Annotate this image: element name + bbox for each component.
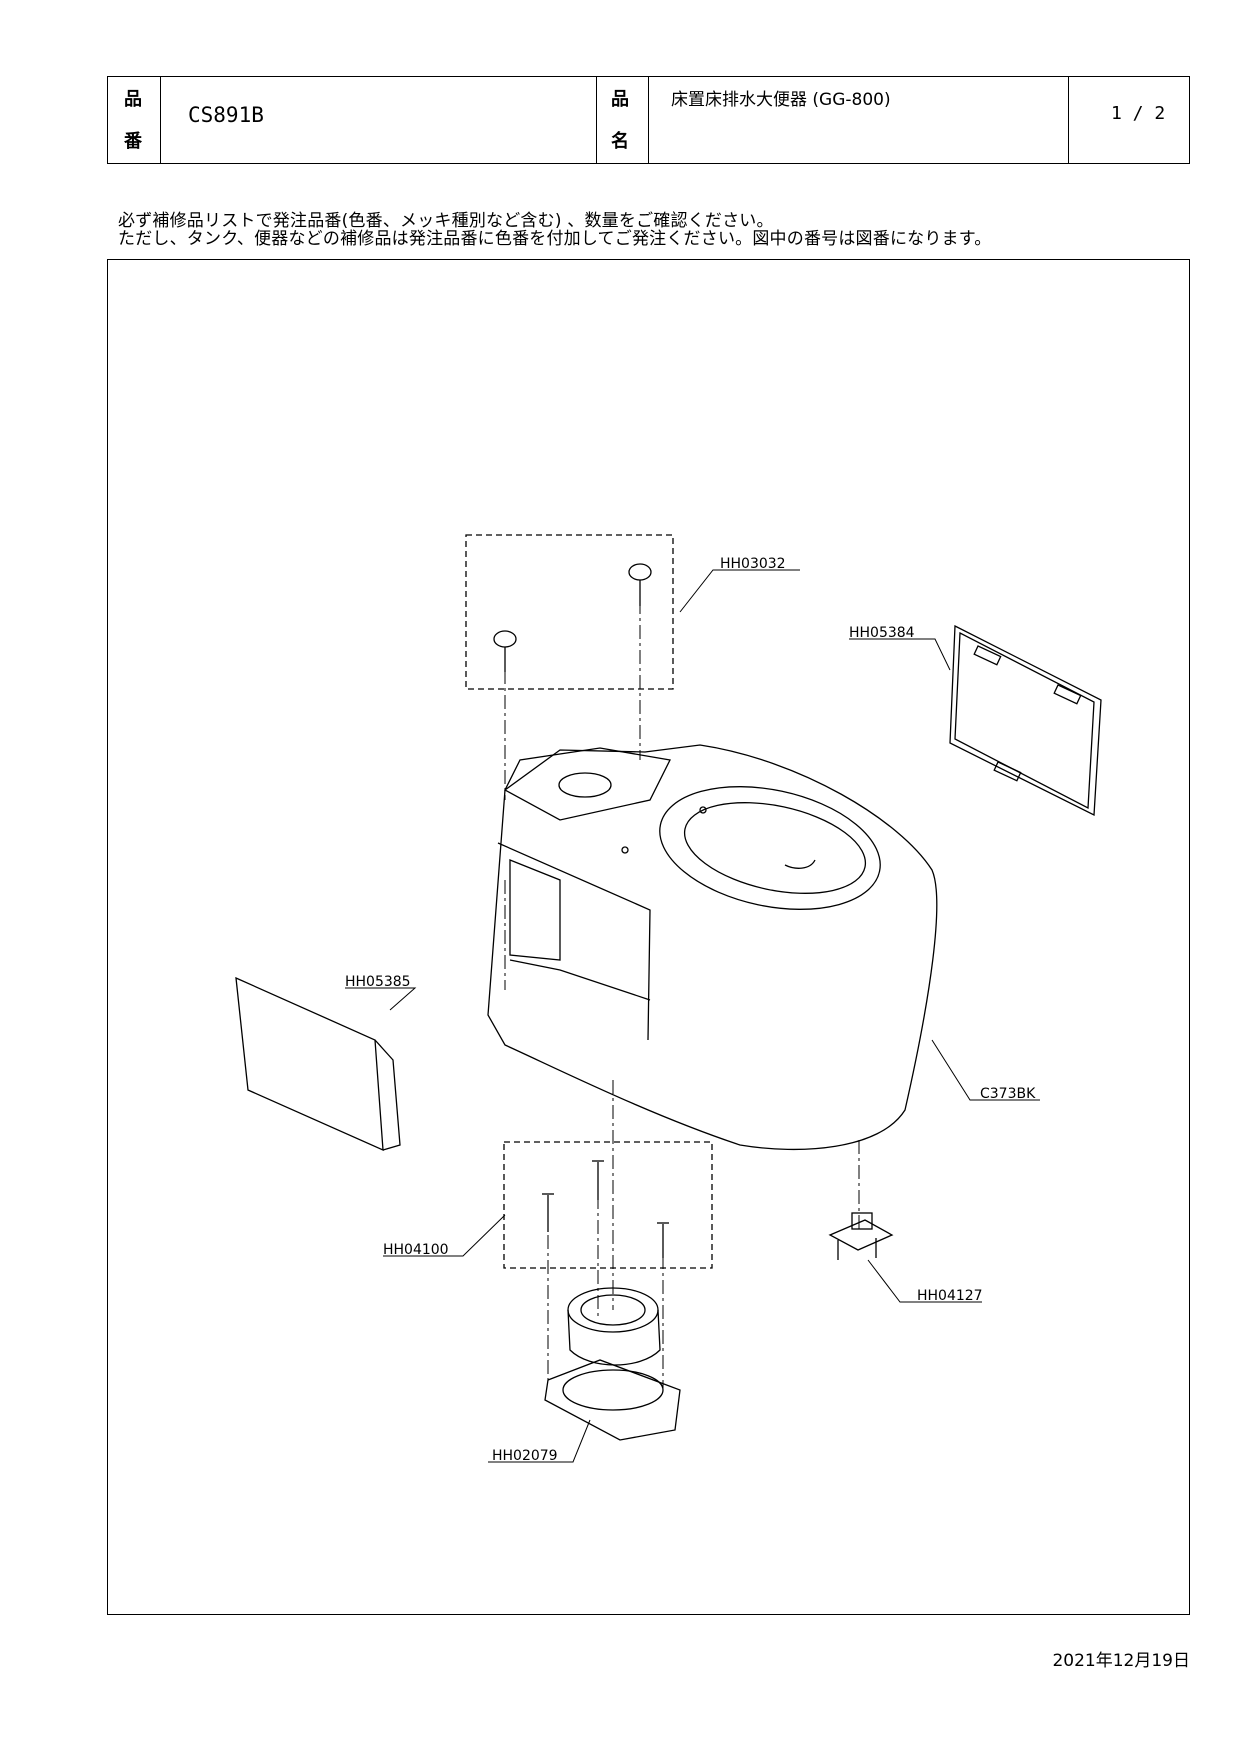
part-label-screw-cap: HH03032 [720, 556, 786, 572]
part-no-label: 品 [124, 89, 142, 110]
drain-flange-icon [544, 1287, 681, 1441]
divider [1068, 77, 1069, 163]
title-block: 品 番 CS891B 品 名 床置床排水大便器 (GG-800) 1 / 2 [107, 76, 1190, 164]
screw-group-box [503, 1141, 713, 1269]
part-no-label: 番 [124, 131, 142, 152]
part-label-screws: HH04100 [383, 1242, 449, 1258]
screw-cap-icon [493, 563, 652, 672]
bracket-icon [828, 1212, 894, 1260]
rear-cover-icon [949, 624, 1102, 817]
part-label-rear-cover: HH05384 [849, 625, 915, 641]
note-line-1: 必ず補修品リストで発注品番(色番、メッキ種別など含む) 、数量をご確認ください。 [118, 211, 774, 231]
part-label-bowl: C373BK [980, 1086, 1036, 1102]
part-label-flange: HH02079 [492, 1448, 558, 1464]
divider [596, 77, 597, 163]
screw-cap-group-box [465, 534, 674, 690]
product-name-label: 品 [611, 89, 629, 110]
product-name: 床置床排水大便器 (GG-800) [671, 90, 891, 110]
divider [648, 77, 649, 163]
center-lines [504, 600, 860, 1390]
part-label-side-cover: HH05385 [345, 974, 411, 990]
page-number: 1 / 2 [1111, 103, 1166, 124]
product-name-label: 名 [611, 131, 629, 152]
side-cover-icon [235, 976, 401, 1152]
leader-lines [345, 569, 1040, 1463]
screw-icon [542, 1160, 669, 1258]
issue-date: 2021年12月19日 [1052, 1651, 1190, 1671]
part-number: CS891B [188, 103, 264, 127]
part-label-bracket: HH04127 [917, 1288, 983, 1304]
drawing-frame [107, 259, 1190, 1615]
divider [160, 77, 161, 163]
toilet-bowl-icon [487, 744, 938, 1151]
note-line-2: ただし、タンク、便器などの補修品は発注品番に色番を付加してご発注ください。図中の… [118, 229, 992, 249]
